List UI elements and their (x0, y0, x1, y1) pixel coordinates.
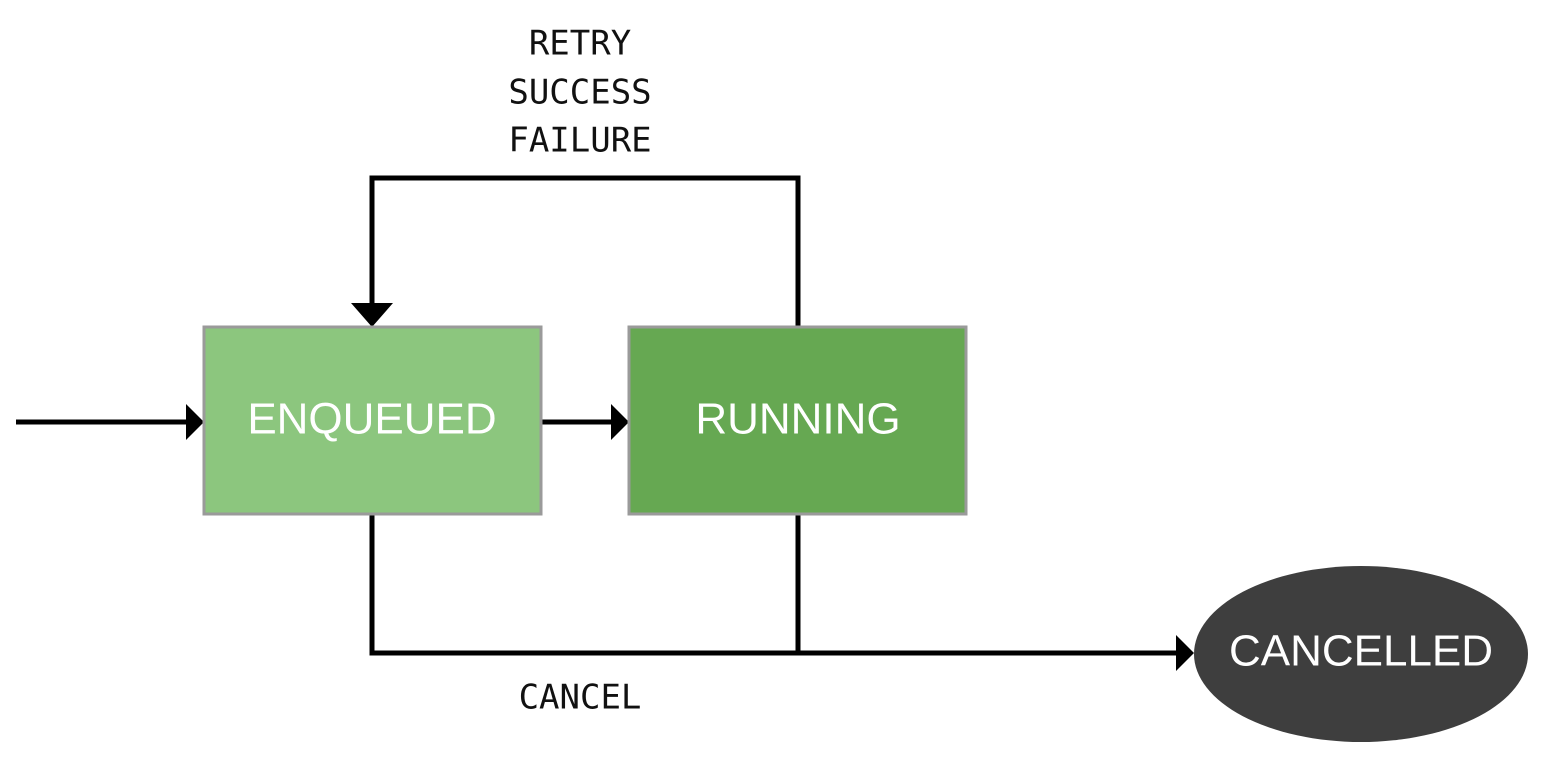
edge-start-to-enqueued-arrowhead (186, 404, 204, 440)
state-node-running[interactable]: RUNNING (627, 325, 968, 516)
edge-enqueued-to-running (541, 404, 629, 440)
edge-start-to-enqueued (16, 404, 204, 440)
state-node-enqueued-shape[interactable] (202, 325, 543, 516)
state-node-running-label: RUNNING (695, 395, 900, 444)
edge-label-retry: RETRY (529, 24, 631, 64)
state-node-cancelled-label: CANCELLED (1229, 627, 1493, 676)
edge-running-to-enqueued-loop-arrowhead (351, 303, 393, 327)
edge-enqueued-to-cancelled (369, 514, 1194, 671)
state-node-running-shape[interactable] (627, 325, 968, 516)
edge-running-to-enqueued-loop-path (369, 175, 801, 327)
edge-enqueued-to-cancelled-arrowhead (1176, 635, 1194, 671)
state-node-cancelled-shape[interactable] (1194, 566, 1528, 742)
edge-label-success: SUCCESS (508, 73, 651, 113)
edge-label-failure: FAILURE (508, 121, 651, 161)
edge-label-cancel: CANCEL (519, 678, 642, 718)
state-node-enqueued-label: ENQUEUED (247, 395, 496, 444)
edge-running-to-enqueued-loop (351, 175, 801, 327)
state-node-cancelled[interactable]: CANCELLED (1194, 566, 1528, 742)
edge-enqueued-to-running-arrowhead (611, 404, 629, 440)
state-node-enqueued[interactable]: ENQUEUED (202, 325, 543, 516)
edge-enqueued-to-cancelled-path (369, 514, 1176, 656)
